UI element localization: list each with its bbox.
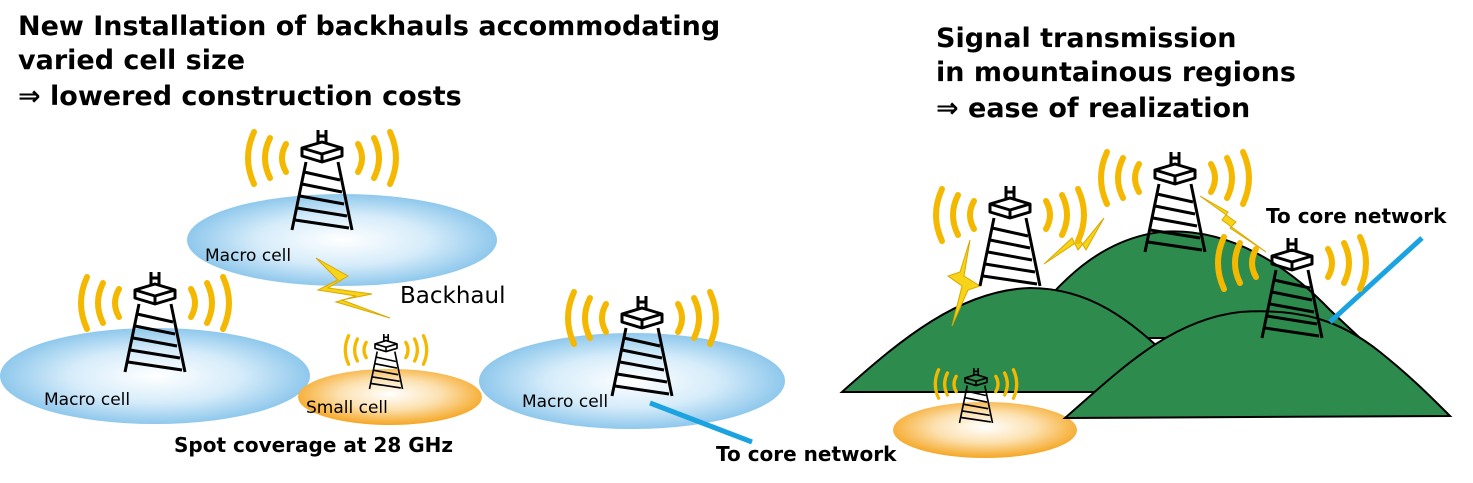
macro-cell-top-coverage (187, 194, 497, 286)
macro-cell-top-label: Macro cell (205, 246, 292, 266)
mountain-tower-left-icon (978, 184, 1042, 288)
macro-cell-right-label: Macro cell (522, 392, 609, 412)
to-core-network-label-right: To core network (1266, 204, 1447, 228)
mountain-right (1062, 310, 1453, 420)
core-link-line-left (649, 400, 753, 445)
left-heading-line-2: varied cell size (18, 45, 246, 76)
macro-cell-left-label: Macro cell (44, 390, 131, 410)
small-cell-coverage (298, 369, 482, 425)
left-heading-line-3: ⇒ lowered construction costs (18, 81, 462, 112)
right-heading-line-2: in mountainous regions (936, 57, 1296, 88)
macro-cell-right-coverage (479, 333, 785, 429)
right-heading-line-3: ⇒ ease of realization (936, 93, 1251, 124)
backhaul-lightning-icon (315, 257, 391, 319)
spot-coverage-label: Spot coverage at 28 GHz (174, 433, 453, 457)
to-core-network-label-left: To core network (716, 442, 897, 466)
macro-cell-left-coverage (0, 328, 310, 424)
small-cell-label: Small cell (306, 398, 388, 418)
backhaul-label: Backhaul (400, 283, 506, 309)
left-heading-line-1: New Installation of backhauls accommodat… (18, 11, 721, 42)
core-link-line-right (1328, 236, 1424, 324)
mountain-small-cell-coverage (893, 402, 1077, 458)
right-heading-line-1: Signal transmission (936, 23, 1237, 54)
link-lightning-right-icon (1199, 195, 1267, 253)
mountain-left (839, 286, 1184, 393)
link-lightning-left-icon (946, 239, 982, 327)
